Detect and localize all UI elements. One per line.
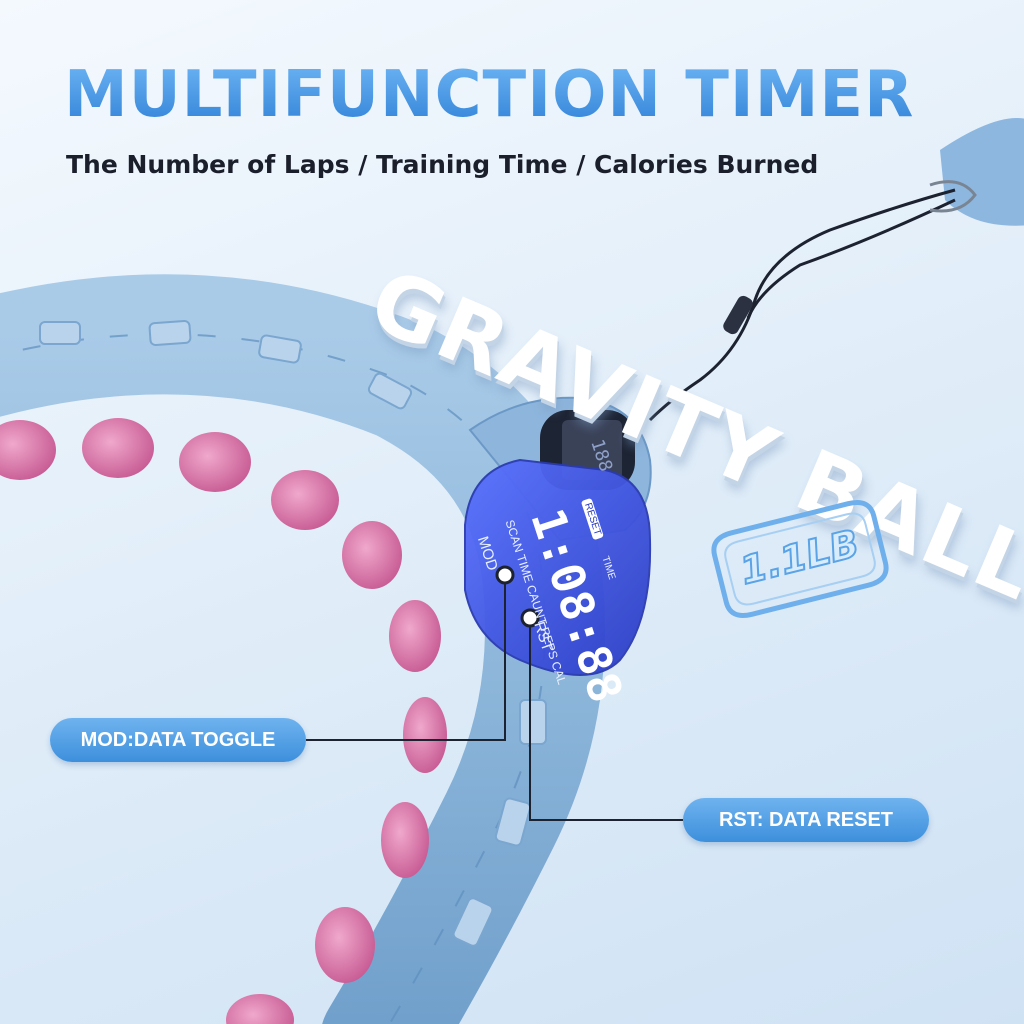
rst-leader-line: [529, 618, 683, 821]
mod-callout: MOD:DATA TOGGLE: [50, 718, 306, 762]
blue-display: [464, 458, 652, 676]
mod-leader-line: [306, 575, 506, 741]
time-label: TIME: [599, 554, 618, 582]
cord-stopper: [723, 295, 753, 335]
massage-knobs: [0, 418, 447, 1024]
rst-button-dot[interactable]: [520, 608, 540, 628]
carabiner: [929, 180, 977, 213]
page-subtitle: The Number of Laps / Training Time / Cal…: [66, 150, 819, 179]
page-title: MULTIFUNCTION TIMER: [64, 58, 915, 132]
rst-callout: RST: DATA RESET: [683, 798, 929, 842]
mod-button-dot[interactable]: [495, 565, 515, 585]
weight-badge: 1.1LB: [700, 485, 901, 633]
hoop-segments: [39, 319, 547, 947]
string-cord: [648, 188, 956, 422]
badge-shape: [711, 499, 889, 619]
weight-tip: [940, 118, 1024, 226]
reset-badge: RESET: [580, 497, 605, 541]
